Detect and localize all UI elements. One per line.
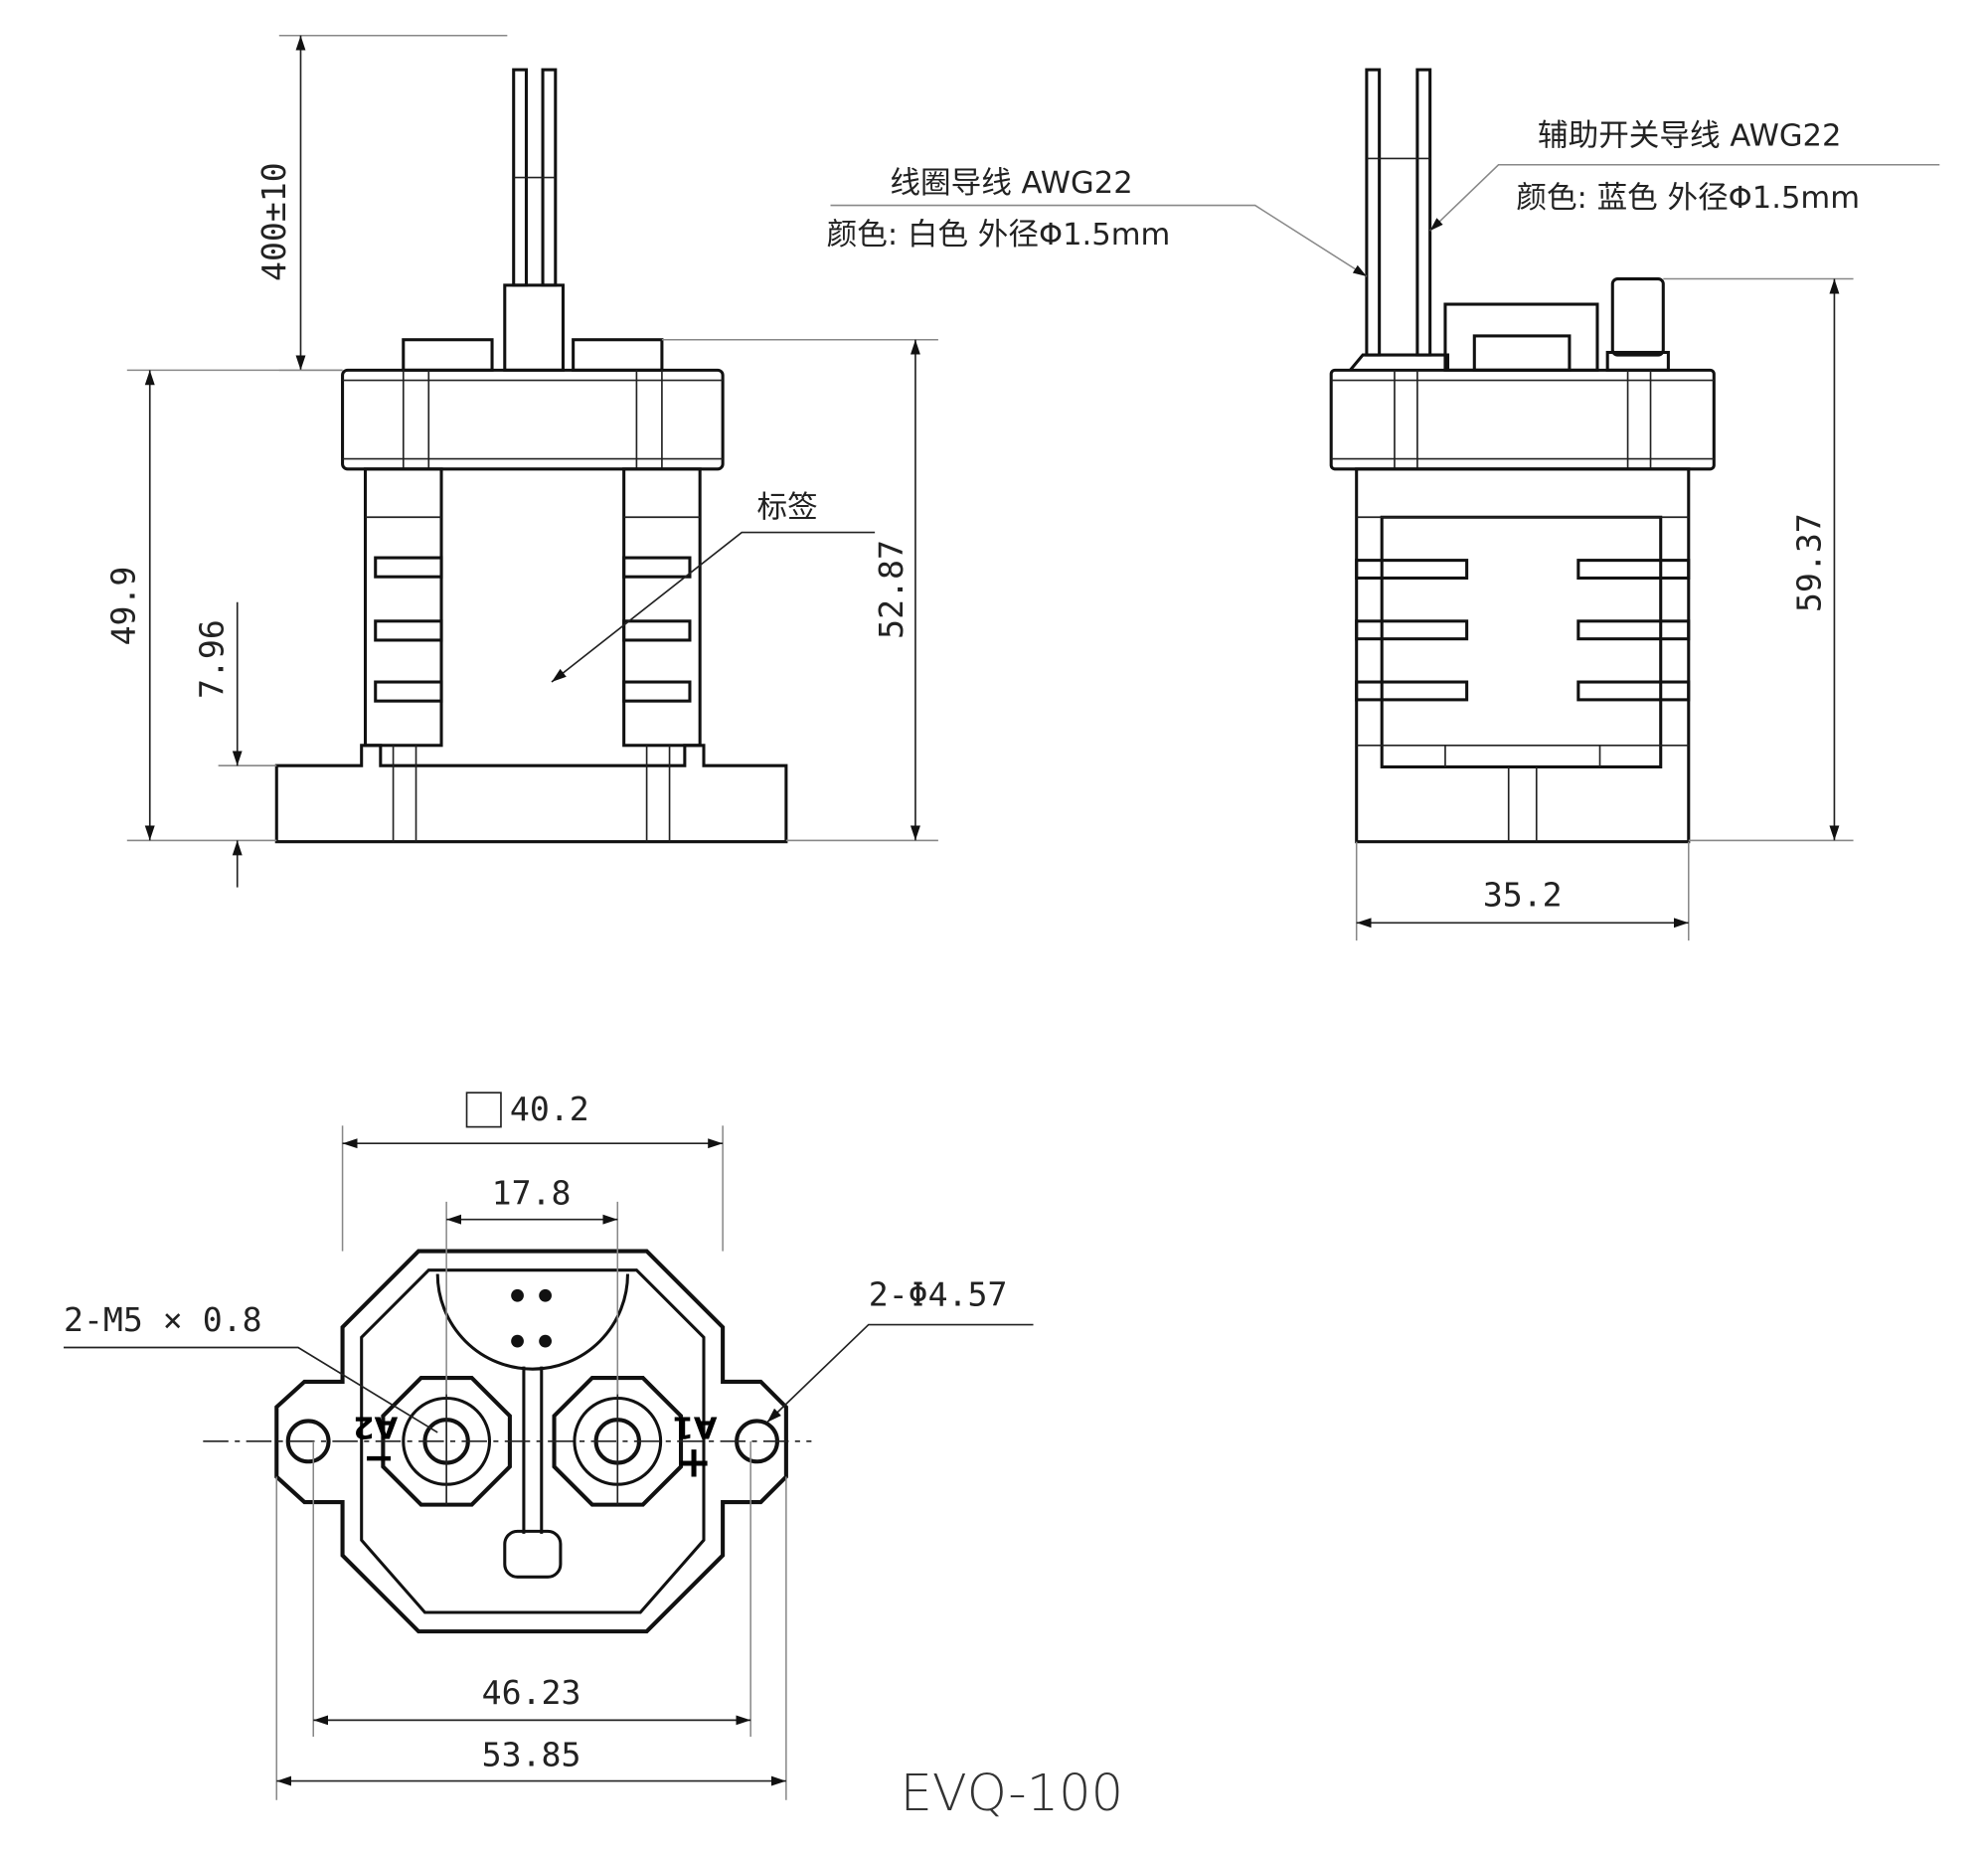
front-view: 400±10 49.9 7.96 52.87 标签 — [103, 34, 938, 888]
polarity-minus: − — [363, 1435, 395, 1480]
aux-wire-spec: 辅助开关导线 AWG22 — [1538, 119, 1841, 154]
coil-connector — [503, 1529, 563, 1579]
label-callout: 标签 — [757, 490, 818, 525]
mount-hole-left — [285, 1419, 331, 1464]
dim-square: 40.2 — [510, 1090, 589, 1128]
polarity-plus: + — [676, 1438, 712, 1488]
aux-wire-color: 颜色: 蓝色 外径Φ1.5mm — [1516, 181, 1860, 216]
terminal-label-a1: A1 — [673, 1410, 718, 1444]
dim-wire-length: 400±10 — [254, 162, 293, 281]
dim-total-height: 52.87 — [872, 540, 911, 639]
pin-dot — [511, 1288, 524, 1302]
terminal-label-a2: A2 — [353, 1410, 398, 1444]
coil-wire-color: 颜色: 白色 外径Φ1.5mm — [827, 218, 1171, 253]
dim-overall-width: 53.85 — [482, 1735, 581, 1773]
square-symbol-icon — [465, 1092, 502, 1128]
dim-body-height: 49.9 — [103, 567, 142, 646]
hole-callout: 2-Φ4.57 — [869, 1274, 1008, 1313]
dim-side-height: 59.37 — [1789, 513, 1828, 612]
side-view: 线圈导线 AWG22 颜色: 白色 外径Φ1.5mm 辅助开关导线 AWG22 … — [827, 68, 1940, 941]
dim-mount-holes: 46.23 — [482, 1673, 581, 1712]
dim-base-height: 7.96 — [193, 619, 232, 699]
coil-wire-spec: 线圈导线 AWG22 — [890, 166, 1132, 201]
bottom-view: A2 A1 − + 40.2 17.8 46.23 53.85 2-M5 × 0… — [64, 1090, 1034, 1800]
cooling-fins — [374, 556, 692, 703]
dim-side-width: 35.2 — [1483, 876, 1563, 915]
thread-callout: 2-M5 × 0.8 — [64, 1300, 262, 1339]
dim-terminal-pitch: 17.8 — [492, 1173, 572, 1212]
model-name: EVQ-100 — [901, 1765, 1123, 1823]
